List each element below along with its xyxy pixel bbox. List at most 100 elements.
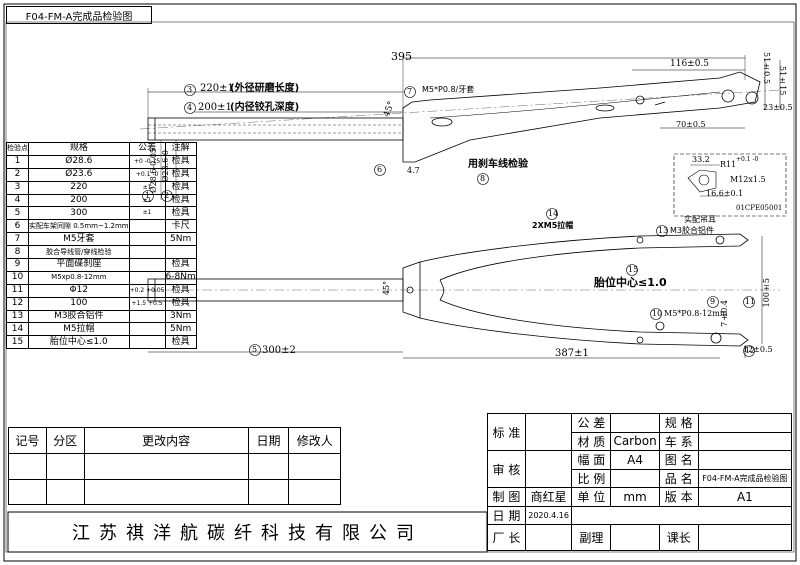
inspection-no: 8 <box>6 245 29 260</box>
balloon-num-15: 15 <box>628 265 639 274</box>
detail-part-no: 01CPE05001 <box>736 204 783 212</box>
balloon-num-10: 10 <box>652 309 663 318</box>
inspection-no: 9 <box>6 258 29 272</box>
inspection-note: 检具 <box>164 193 197 208</box>
dim-300: 300±2 <box>262 345 296 356</box>
balloon-3 <box>184 84 196 96</box>
tb-part-name-value: F04-FM-A完成品检验图 <box>697 468 793 488</box>
rev-header-zone: 分区 <box>45 427 85 454</box>
tb-material: 材 质 <box>571 431 612 451</box>
balloon-12 <box>743 345 755 357</box>
inspection-spec: 200 <box>28 193 130 208</box>
inspection-no: 7 <box>6 232 29 247</box>
dim-100: 100±5 <box>762 278 771 308</box>
tb-drafted: 制 图 <box>487 487 526 507</box>
inspection-tol <box>128 335 166 350</box>
inspection-header-row: 检验点 规格 公差 注解 <box>6 142 197 156</box>
balloon-14 <box>546 208 558 220</box>
inspection-no: 13 <box>6 309 29 324</box>
header-cell: 规格 <box>28 142 130 156</box>
balloon-10 <box>650 308 662 320</box>
balloon-num-14: 14 <box>548 209 559 218</box>
label-200: (内径铰孔深度) <box>230 102 300 113</box>
revision-table: 记号 分区 更改内容 日期 修改人 <box>8 427 341 505</box>
mount-hole <box>635 95 645 105</box>
inspection-spec: M5拉帽 <box>28 322 130 337</box>
tb-date-value: 2020.4.16 <box>524 505 573 525</box>
tb-material-value: Carbon <box>610 431 660 451</box>
center-line <box>139 89 781 130</box>
tb-unit-value: mm <box>610 487 660 507</box>
note-m3: M3胶合铝件 <box>670 226 714 235</box>
inspection-tol: ±1 <box>128 206 166 221</box>
tb-sheet-value: A4 <box>610 450 660 470</box>
inspection-tol <box>128 270 166 285</box>
rev-header-content: 更改内容 <box>83 427 249 454</box>
inspection-tol: +0.1 -0 <box>128 167 166 182</box>
tb-row-3: 审 核 幅 面 A4 图 名 <box>487 450 793 488</box>
inspection-tol: ±1 <box>128 193 166 208</box>
inspection-tol <box>128 245 166 260</box>
balloon-5 <box>249 344 261 356</box>
balloon-6 <box>374 164 386 176</box>
dim-220: 220±1 <box>200 83 234 94</box>
dim-51: 51±0.5 <box>762 52 771 84</box>
balloon-num-3: 3 <box>187 85 193 94</box>
dim-45b: 45° <box>382 280 392 296</box>
tb-row-5: 制 图 商红星 单 位 mm 版 本 A1 <box>487 487 793 507</box>
tb-date: 日 期 <box>487 505 526 525</box>
tb-row-1: 标 准 公 差 规 格 <box>487 413 793 451</box>
inspection-note: 检具 <box>164 283 197 298</box>
tb-ratio: 比 例 <box>571 468 612 488</box>
dim-23: 23±0.5 <box>763 103 793 112</box>
dim-116: 116±0.5 <box>670 59 710 69</box>
inspection-spec: Ø28.6 <box>28 154 130 169</box>
revision-header-row: 记号 分区 更改内容 日期 修改人 <box>8 427 341 454</box>
tb-deputy: 副理 <box>571 524 612 551</box>
tb-section-head: 课长 <box>658 524 699 551</box>
inspection-no: 4 <box>6 193 29 208</box>
top-view <box>139 55 781 200</box>
tb-standard: 标 准 <box>487 413 526 451</box>
inspection-tol <box>128 258 166 272</box>
inspection-no: 15 <box>6 335 29 350</box>
tb-row-4: 比 例 品 名 F04-FM-A完成品检验图 <box>488 468 793 488</box>
tb-version: 版 本 <box>658 487 699 507</box>
tb-row-2: 材 质 Carbon 车 系 <box>488 431 793 451</box>
balloon-num-6: 6 <box>377 165 383 174</box>
center-note: 胎位中心≤1.0 <box>594 276 667 289</box>
caliper-mount <box>655 321 665 331</box>
inspection-spec: 胎位中心≤1.0 <box>28 335 130 350</box>
inspection-spec: M5牙套 <box>28 232 130 247</box>
balloon-11 <box>743 296 755 308</box>
inspection-note: 检具 <box>164 296 197 311</box>
note-brake: 用刹车线检验 <box>468 159 528 170</box>
balloon-num-11: 11 <box>745 297 756 306</box>
dim-47: 4.7 <box>407 166 420 175</box>
tb-part-name: 品 名 <box>658 468 699 488</box>
inspection-tol: +0.2 +0.05 <box>128 283 166 298</box>
inspection-tol <box>128 232 166 247</box>
dim-395: 395 <box>391 50 412 63</box>
dropout-side <box>710 332 722 344</box>
inspection-note: 5Nm <box>164 322 197 337</box>
tb-row-7: 厂 长 副理 课长 <box>487 524 793 551</box>
tb-factory-head: 厂 长 <box>487 524 526 551</box>
blade-lower <box>419 299 749 347</box>
inspection-no: 10 <box>6 270 29 285</box>
inspection-tol: +0 -0.15 <box>128 154 166 169</box>
crown-inner <box>439 279 445 301</box>
tb-version-value: A1 <box>697 487 793 507</box>
blade-contour <box>429 91 721 119</box>
rivet-nut-bottom <box>636 336 644 344</box>
